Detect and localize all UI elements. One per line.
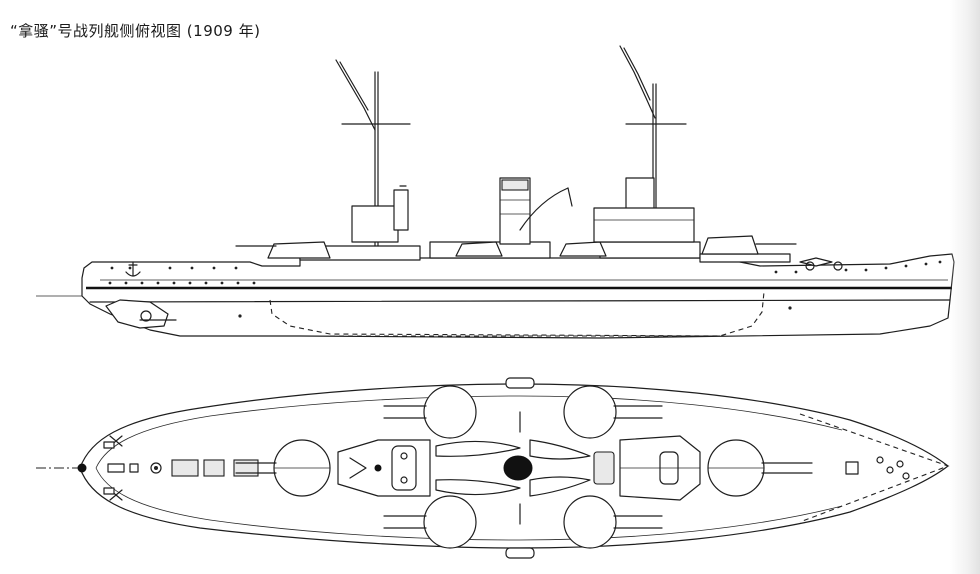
aft-turret-side: [267, 241, 331, 259]
portholes: [108, 260, 942, 318]
fore-turret-side: [701, 235, 759, 255]
turret-wing-fore-port: [563, 385, 663, 439]
fore-superstructure: [599, 241, 701, 259]
stern-fittings: [77, 435, 259, 501]
deck-boats: [799, 257, 843, 271]
fore-deckhouse: [619, 435, 701, 501]
turret-aft: [235, 439, 331, 497]
page-edge: [950, 0, 980, 574]
propeller: [140, 310, 152, 322]
side-elevation: [36, 45, 955, 339]
side-hull: [81, 253, 955, 339]
belt-line: [89, 299, 951, 303]
figure-caption: “拿骚”号战列舰侧俯视图 (1909 年): [10, 22, 261, 40]
anchor-icon: [125, 261, 141, 277]
turret-fore: [707, 439, 813, 497]
turret-wing-aft-starboard: [383, 495, 477, 549]
plan-view: [36, 377, 950, 559]
funnel: [499, 177, 573, 245]
bow-dash: [799, 413, 950, 523]
turret-wing-fore-starboard: [563, 495, 663, 549]
fore-mast: [593, 45, 695, 243]
turret-wing-aft-port: [383, 385, 477, 439]
bow-fittings: [845, 456, 910, 480]
aft-deckhouse: [337, 439, 431, 497]
side-turrets: [235, 235, 797, 259]
aft-mast: [335, 59, 411, 247]
armor-belt-outline: [269, 291, 765, 337]
